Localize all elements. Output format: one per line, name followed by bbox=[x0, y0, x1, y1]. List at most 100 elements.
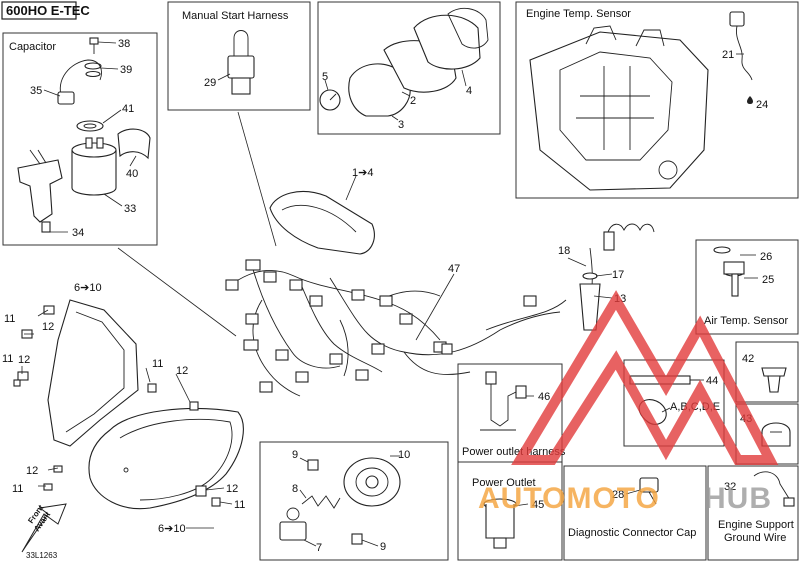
callout-2: 2 bbox=[410, 95, 416, 107]
power-outlet-45 bbox=[483, 498, 517, 549]
watermark-mountain bbox=[511, 290, 779, 465]
capacitor-title: Capacitor bbox=[9, 41, 56, 53]
callout-34: 34 bbox=[72, 227, 84, 239]
diagram-code: 33L1263 bbox=[26, 551, 58, 560]
washer-39 bbox=[84, 62, 102, 70]
ground-wire-32 bbox=[753, 471, 791, 501]
model-header: 600HO E-TEC bbox=[6, 3, 90, 18]
callout-35: 35 bbox=[30, 85, 42, 97]
power-outlet-harness-46 bbox=[480, 371, 527, 431]
air-temp-title: Air Temp. Sensor bbox=[704, 315, 789, 327]
callout-5: 5 bbox=[322, 71, 328, 83]
engine-support-box: 32 Engine Support Ground Wire bbox=[707, 465, 799, 561]
cable-clip-43 bbox=[761, 422, 791, 447]
callout-12-d: 12 bbox=[26, 465, 38, 477]
callout-12-a: 12 bbox=[42, 321, 54, 333]
callout-38: 38 bbox=[118, 38, 130, 50]
callout-25: 25 bbox=[762, 274, 774, 286]
push-clip-42 bbox=[761, 367, 787, 377]
coiled-cable bbox=[607, 223, 655, 233]
clip-41 bbox=[76, 120, 104, 132]
drop-24-icon bbox=[747, 96, 753, 104]
callout-12-e: 12 bbox=[226, 483, 238, 495]
callout-40: 40 bbox=[126, 168, 138, 180]
callout-10: 10 bbox=[398, 449, 410, 461]
callout-24: 24 bbox=[756, 99, 768, 111]
callout-11-b: 11 bbox=[2, 353, 13, 365]
watermark-text-main: AUTOMOTO bbox=[478, 482, 660, 515]
temp-sensor-21 bbox=[729, 11, 745, 27]
grommet-17 bbox=[582, 272, 598, 280]
engine-temp-title: Engine Temp. Sensor bbox=[526, 8, 631, 20]
callout-11-e: 11 bbox=[234, 499, 245, 511]
cover-4 bbox=[413, 14, 481, 70]
diag-cap-box: 28 Diagnostic Connector Cap bbox=[563, 465, 707, 561]
callout-1-4: 1➔4 bbox=[352, 167, 373, 179]
callout-7: 7 bbox=[316, 542, 322, 554]
callout-45: 45 bbox=[532, 499, 544, 511]
callout-28: 28 bbox=[612, 489, 624, 501]
callout-11-d: 11 bbox=[12, 483, 23, 495]
sleeve-40 bbox=[117, 128, 151, 160]
air-temp-box: 26 25 Air Temp. Sensor bbox=[695, 239, 799, 335]
front-direction-arrow: Front Avant bbox=[21, 503, 67, 553]
capacitor-harness-35 bbox=[59, 59, 102, 99]
callout-33: 33 bbox=[124, 203, 136, 215]
bulb-cap-10 bbox=[343, 457, 401, 507]
watermark-text-hub: HUB bbox=[704, 482, 772, 515]
callout-47: 47 bbox=[448, 263, 460, 275]
callout-26: 26 bbox=[760, 251, 772, 263]
bulb-9-top bbox=[307, 459, 319, 471]
callout-11-c: 11 bbox=[152, 358, 163, 370]
callout-12-c: 12 bbox=[176, 365, 188, 377]
engine-support-title-2: Ground Wire bbox=[724, 532, 786, 544]
power-outlet-title: Power Outlet bbox=[472, 477, 536, 489]
diag-cap-title: Diagnostic Connector Cap bbox=[568, 527, 696, 539]
washer-26 bbox=[713, 246, 731, 254]
bulb-box: 9 10 8 7 9 bbox=[259, 441, 449, 561]
engine-support-title-1: Engine Support bbox=[718, 519, 794, 531]
callout-17: 17 bbox=[612, 269, 624, 281]
main-wiring-harness: 1➔4 47 bbox=[225, 167, 561, 397]
capacitor-33 bbox=[71, 137, 117, 196]
spring-clip-8 bbox=[301, 495, 341, 509]
watermark-logo: AUTOMOTO HUB bbox=[478, 290, 779, 515]
callout-12-b: 12 bbox=[18, 354, 30, 366]
manual-start-harness-29 bbox=[227, 30, 255, 95]
callout-8: 8 bbox=[292, 483, 298, 495]
callout-11-a: 11 bbox=[4, 313, 15, 325]
screw-38 bbox=[89, 37, 99, 54]
engine-temp-box: Engine Temp. Sensor 21 24 bbox=[515, 1, 799, 199]
headlight-bulb-7 bbox=[279, 507, 307, 541]
manual-start-title: Manual Start Harness bbox=[182, 10, 289, 22]
callout-6-10-top: 6➔10 bbox=[74, 282, 102, 294]
callout-4: 4 bbox=[466, 85, 472, 97]
headlight-lens bbox=[88, 408, 244, 510]
seal-ring bbox=[447, 7, 489, 49]
callout-42: 42 bbox=[742, 353, 754, 365]
headlight-housing bbox=[47, 299, 139, 447]
clip-42-box: 42 bbox=[735, 341, 799, 403]
engine-block bbox=[529, 25, 709, 191]
callout-18: 18 bbox=[558, 245, 570, 257]
callout-41: 41 bbox=[122, 103, 134, 115]
callout-9-b: 9 bbox=[380, 541, 386, 553]
model-header-frame bbox=[1, 1, 77, 20]
bulb-9-bottom bbox=[351, 533, 363, 545]
callout-29: 29 bbox=[204, 77, 216, 89]
callout-9-a: 9 bbox=[292, 449, 298, 461]
callout-39: 39 bbox=[120, 64, 132, 76]
callout-32: 32 bbox=[724, 481, 736, 493]
capacitor-box: Capacitor bbox=[2, 32, 158, 246]
bezel-3 bbox=[348, 63, 411, 117]
instrument-cluster bbox=[269, 191, 375, 255]
callout-44: 44 bbox=[706, 375, 718, 387]
diagnostic-cap-28 bbox=[639, 477, 659, 505]
headlight-assembly: 6➔10 12 11 11 12 11 12 12 11 12 11 6➔10 bbox=[2, 282, 245, 535]
manual-start-box: Manual Start Harness 29 bbox=[167, 1, 311, 111]
air-temp-sensor-25 bbox=[723, 261, 745, 297]
power-outlet-box: 46 Power outlet harness Power Outlet 45 bbox=[457, 363, 566, 561]
callout-6-10-bottom: 6➔10 bbox=[158, 523, 186, 535]
callout-46: 46 bbox=[538, 391, 550, 403]
